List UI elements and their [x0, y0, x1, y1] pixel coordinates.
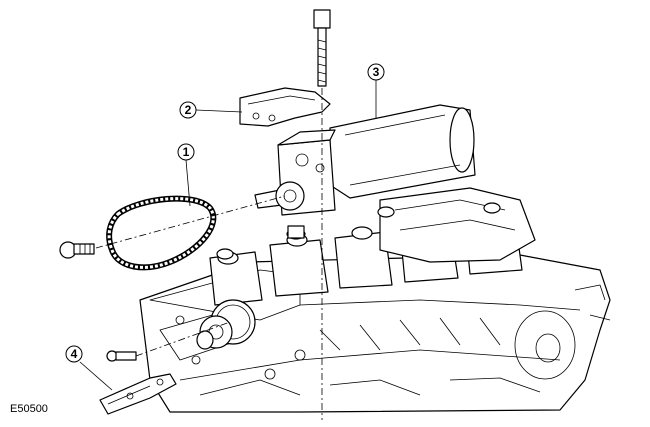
chain-guide-bolt — [59, 241, 95, 259]
callout-1: 1 — [177, 143, 195, 207]
callout-3-label: 3 — [373, 65, 380, 79]
callout-2: 2 — [179, 101, 243, 119]
callout-1-label: 1 — [183, 145, 190, 159]
callout-2-label: 2 — [185, 103, 192, 117]
alignment-lines — [95, 88, 323, 420]
timing-chain-guide-upper — [239, 87, 331, 127]
callout-3: 3 — [367, 63, 385, 118]
callout-4: 4 — [65, 345, 113, 391]
callout-4-label: 4 — [71, 347, 78, 361]
timing-chain — [106, 195, 217, 271]
camshaft-sprocket — [275, 181, 305, 211]
camshaft-bolt — [313, 9, 331, 87]
main-bearing-caps — [209, 187, 536, 306]
figure-id: E50500 — [10, 403, 48, 415]
timing-chain-guide-lower — [99, 350, 177, 415]
